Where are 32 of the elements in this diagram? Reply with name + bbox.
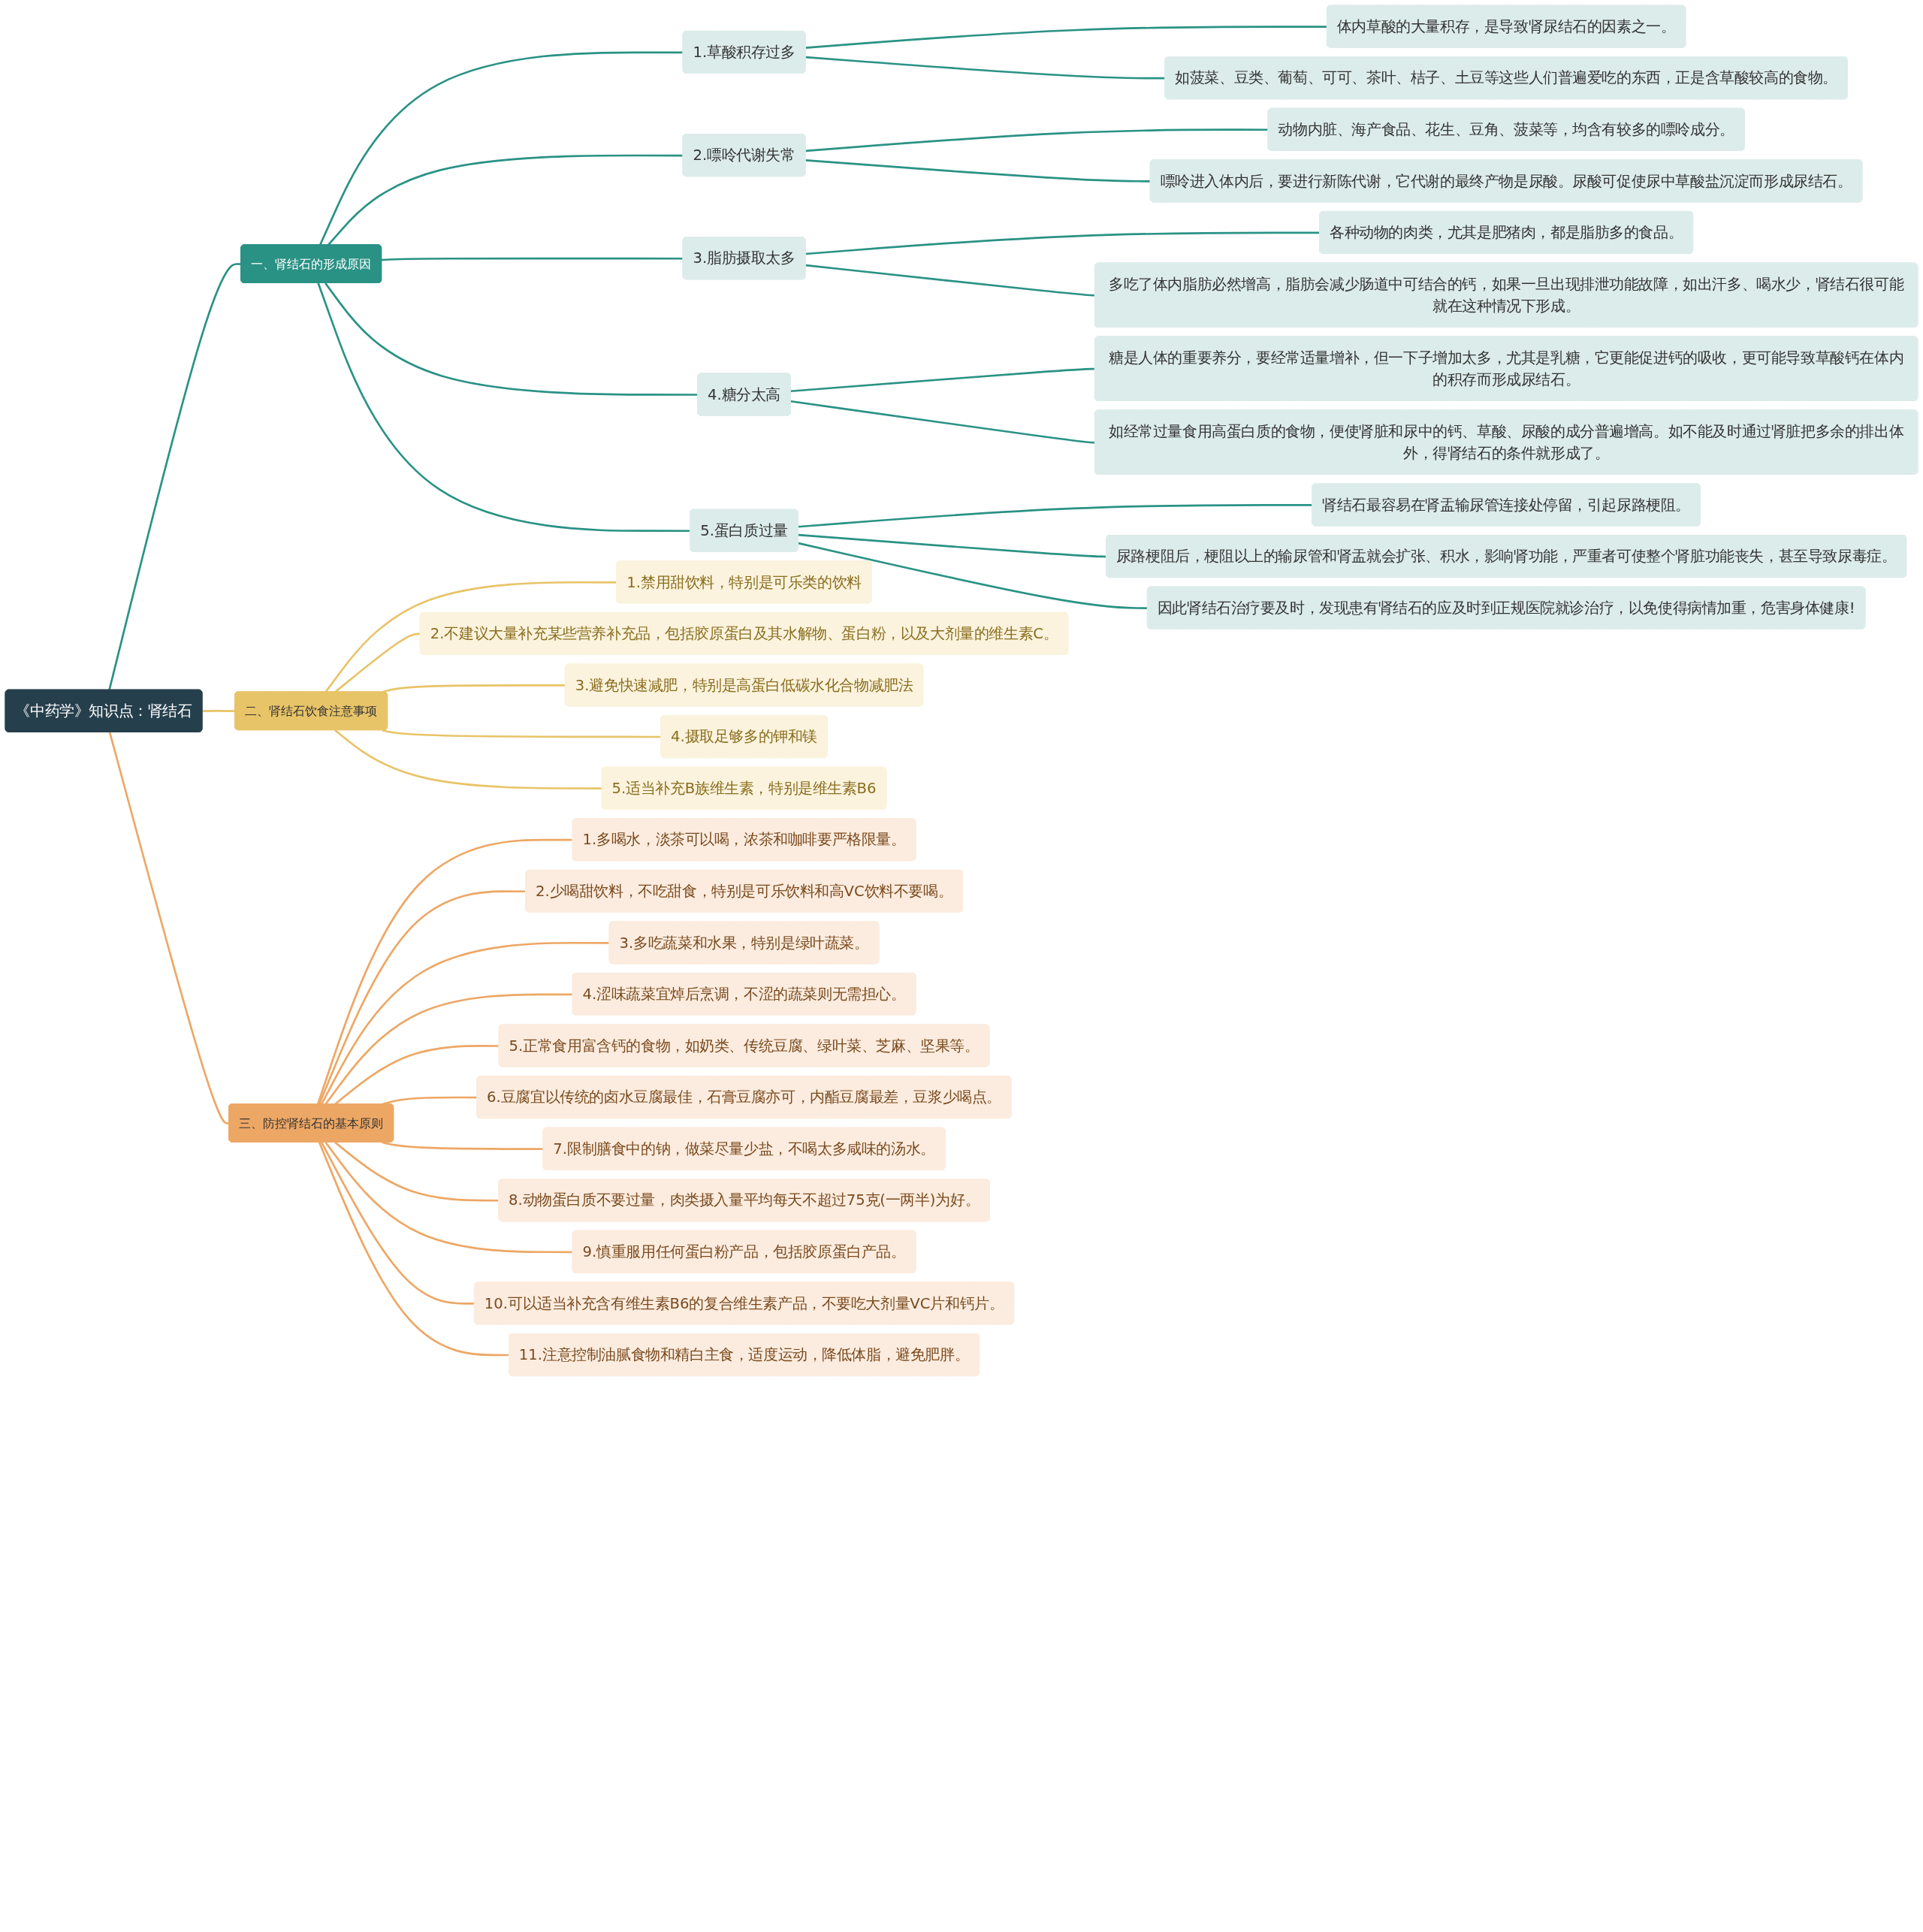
connector — [798, 504, 1313, 528]
connector — [325, 993, 573, 1105]
connector — [108, 732, 230, 1124]
connector — [798, 542, 1148, 609]
connector — [316, 838, 573, 1105]
connector — [790, 367, 1095, 393]
connector — [382, 257, 684, 261]
connector — [382, 1141, 544, 1150]
connector — [317, 282, 691, 533]
connector — [334, 729, 602, 789]
connector — [790, 400, 1095, 444]
connector — [805, 56, 1166, 80]
connector — [805, 264, 1095, 297]
connector — [798, 533, 1106, 558]
connector — [202, 710, 236, 713]
connector — [320, 1142, 475, 1305]
connector — [805, 158, 1151, 183]
connector — [318, 51, 684, 246]
connector — [334, 1045, 500, 1105]
connector — [318, 1142, 509, 1357]
connector — [108, 263, 242, 690]
connector — [805, 26, 1327, 50]
connector — [334, 1141, 500, 1202]
connector — [382, 1096, 478, 1106]
connector — [318, 890, 527, 1105]
connector — [325, 581, 617, 693]
connector — [325, 1141, 573, 1254]
connector — [805, 231, 1321, 255]
connector — [325, 282, 699, 396]
connector — [805, 128, 1269, 152]
connector — [320, 941, 610, 1105]
connector — [382, 729, 662, 738]
